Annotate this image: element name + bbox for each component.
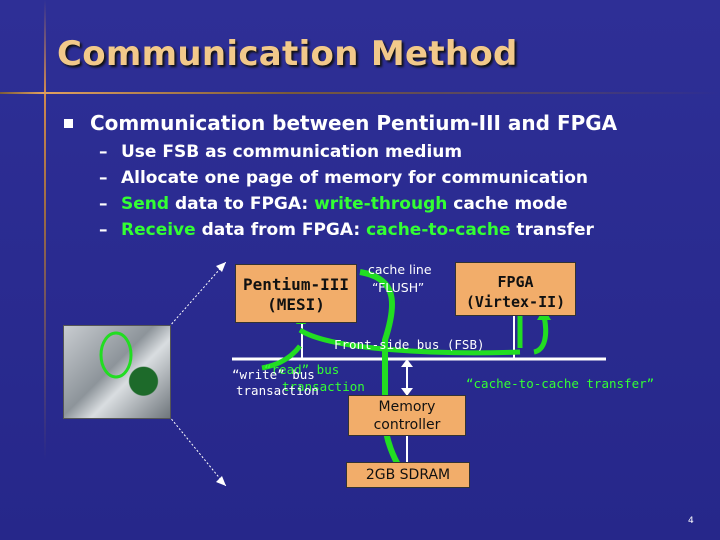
memory-label: Memory xyxy=(378,399,436,415)
to-pentium-arrow xyxy=(261,344,302,371)
sdram-box: 2GB SDRAM xyxy=(346,462,470,488)
send-keyword: Send xyxy=(121,194,170,214)
main-bullet-text: Communication between Pentium-III and FP… xyxy=(90,111,618,135)
bus-arrowhead xyxy=(401,359,413,367)
cache-line-label: cache line xyxy=(368,262,432,277)
highlight-circle-icon xyxy=(99,331,133,379)
memory-controller-box: Memory controller xyxy=(348,395,466,436)
controller-label: controller xyxy=(373,417,441,433)
write-transaction-label: transaction xyxy=(236,383,319,398)
read-bus-label: “read” bus xyxy=(264,362,340,377)
cache-to-cache-keyword: cache-to-cache xyxy=(366,220,511,240)
cache-to-cache-label: “cache-to-cache transfer” xyxy=(466,376,655,391)
read-transaction-arrow xyxy=(298,327,521,356)
pentium-mesi-label: (MESI) xyxy=(267,295,325,314)
computer-photo xyxy=(63,325,171,419)
sub-bullet-3: –Send data to FPGA: write-through cache … xyxy=(99,194,568,214)
zoom-line-top xyxy=(168,261,227,328)
pentium-box: Pentium-III (MESI) xyxy=(235,264,357,323)
dash: – xyxy=(99,220,108,240)
zoom-arrowhead-bottom xyxy=(216,476,226,486)
sub-bullet-text: Use FSB as communication medium xyxy=(121,142,463,162)
fpga-box: FPGA (Virtex-II) xyxy=(455,262,576,316)
read-transaction-label: transaction xyxy=(282,379,365,394)
sub-bullet-2: –Allocate one page of memory for communi… xyxy=(99,168,588,188)
page-number: 4 xyxy=(688,516,694,526)
sub-bullet-text: transfer xyxy=(510,220,594,240)
slide-title: Communication Method xyxy=(57,34,518,74)
write-bus-label: “write” bus xyxy=(232,367,315,382)
dash: – xyxy=(99,142,108,162)
flush-arrow xyxy=(359,269,395,365)
dash: – xyxy=(99,168,108,188)
bullet-square-icon xyxy=(64,119,73,128)
dash: – xyxy=(99,194,108,214)
sub-bullet-1: –Use FSB as communication medium xyxy=(99,142,462,162)
fpga-label: FPGA xyxy=(497,273,534,291)
write-through-keyword: write-through xyxy=(314,194,448,214)
fsb-label: Front-side bus (FSB) xyxy=(334,337,485,352)
zoom-arrowhead-top xyxy=(216,262,226,272)
cache-to-cache-arrow xyxy=(533,315,549,355)
sub-bullet-text: cache mode xyxy=(447,194,568,214)
sub-bullet-text: data to FPGA: xyxy=(169,194,315,214)
sub-bullet-text: data from FPGA: xyxy=(195,220,367,240)
sub-bullet-text: Allocate one page of memory for communic… xyxy=(121,168,588,188)
pentium-label: Pentium-III xyxy=(243,275,349,294)
fpga-virtex-label: (Virtex-II) xyxy=(465,293,566,311)
zoom-line-bottom xyxy=(168,415,227,487)
memory-arrowhead xyxy=(401,388,413,396)
sub-bullet-4: –Receive data from FPGA: cache-to-cache … xyxy=(99,220,594,240)
flush-label: “FLUSH” xyxy=(372,280,425,295)
decorative-vertical-line xyxy=(44,0,46,540)
decorative-horizontal-line xyxy=(0,92,720,94)
receive-keyword: Receive xyxy=(121,220,196,240)
